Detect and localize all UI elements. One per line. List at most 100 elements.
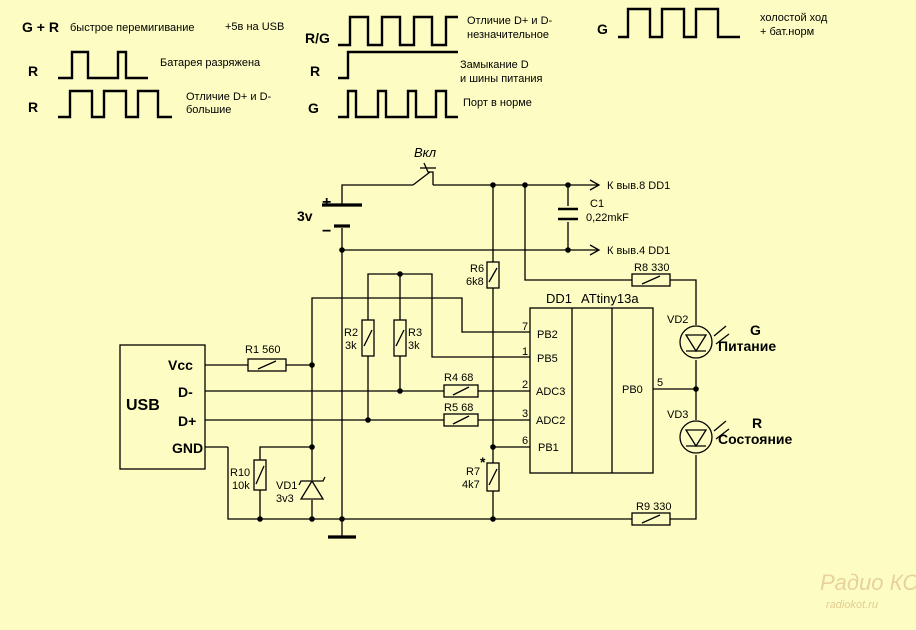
switch-contact [423, 162, 434, 185]
waveform-diff-small [338, 15, 458, 47]
legend-text-g2: холостой ход [760, 12, 828, 24]
rail-label-top: К выв.8 DD1 [607, 180, 670, 192]
rail-arrows: К выв.8 DD1 К выв.4 DD1 [589, 179, 670, 257]
legend-text-r2: Отличие D+ и D- [186, 91, 272, 103]
legend-text2-r3: и шины питания [460, 73, 543, 85]
resistor-r4-label: R4 68 [444, 372, 473, 384]
resistor-r1-label: R1 560 [245, 344, 280, 356]
junction [522, 182, 528, 188]
capacitor-name: C1 [590, 198, 604, 210]
wire-ground-bus [227, 447, 632, 520]
wire-vcc-pb2 [286, 297, 530, 366]
resistor-r9: R9 330 [631, 501, 671, 526]
zener-vd1: VD1 3v3 [276, 476, 326, 505]
zener-value: 3v3 [276, 493, 294, 505]
switch-label: Вкл [414, 145, 437, 160]
zener-triangle [299, 479, 325, 500]
led-circle [679, 325, 713, 359]
junction [309, 444, 315, 450]
led-letter: R [752, 415, 762, 431]
battery-label: 3v [297, 208, 313, 224]
junction [490, 444, 496, 450]
waveform-port-ok [338, 89, 458, 119]
legend-signal-g2: G [597, 21, 608, 37]
resistor-r3-value: 3k [408, 340, 420, 352]
resistor-r6-name: R6 [470, 263, 484, 275]
led-vd3: VD3 R Состояние [667, 409, 793, 454]
arrow-icon [589, 244, 601, 256]
chip-pin-label: ADC2 [536, 415, 565, 427]
switch-lever [412, 171, 431, 186]
resistor-r8-label: R8 330 [634, 262, 669, 274]
wire-r8-left [524, 185, 632, 281]
resistor-r2-name: R2 [344, 327, 358, 339]
battery: + − 3v [297, 194, 362, 240]
usb-label: USB [126, 397, 160, 414]
resistor-r3: R3 3k [393, 319, 422, 357]
usb-pin-gnd: GND [172, 440, 203, 456]
zener-name: VD1 [276, 480, 297, 492]
led-letter: G [750, 322, 761, 338]
legend-text-gr: быстрое перемигивание [70, 22, 195, 34]
wire-r8-right [670, 279, 697, 325]
junction [257, 516, 263, 522]
led-label: Питание [718, 338, 776, 354]
resistor-r10: R10 10k [230, 459, 267, 492]
led-triangle [684, 429, 708, 448]
rail-label-bottom: К выв.4 DD1 [607, 245, 670, 257]
usb-connector: USB Vcc D- D+ GND [119, 344, 228, 470]
legend-signal-g1: G [308, 100, 319, 116]
chip-pin-label: PB0 [622, 384, 643, 396]
chip-pin-label: PB2 [537, 329, 558, 341]
resistor-r10-value: 10k [232, 480, 250, 492]
led-name: VD3 [667, 409, 688, 421]
resistor-r3-name: R3 [408, 327, 422, 339]
resistor-r10-name: R10 [230, 467, 250, 479]
resistor-r7-name: R7 [466, 466, 480, 478]
resistor-r2-value: 3k [345, 340, 357, 352]
usb-box [119, 344, 206, 470]
arrow-icon [589, 179, 601, 191]
capacitor-value: 0,22mkF [586, 212, 629, 224]
chip-pin-label: PB1 [538, 442, 559, 454]
chip-part: ATtiny13a [581, 291, 639, 306]
capacitor-c1: C1 0,22mkF [558, 198, 629, 224]
battery-minus: − [322, 223, 331, 240]
usb-pin-vcc: Vcc [168, 357, 193, 373]
legend-signal-r2: R [28, 99, 38, 115]
junction [339, 247, 345, 253]
junction [693, 386, 699, 392]
usb-pin-dminus: D- [178, 384, 193, 400]
junction [365, 417, 371, 423]
watermark: Радио КОТ radiokot.ru [820, 570, 916, 611]
legend-text2-g2: + бат.норм [760, 26, 814, 38]
wire-r2-top [367, 273, 400, 320]
power-switch: Вкл [412, 145, 437, 186]
light-ray-icon [715, 333, 730, 345]
resistor-r8: R8 330 [631, 262, 671, 287]
chip-pin-label: PB5 [537, 353, 558, 365]
legend-extra-gr: +5в на USB [225, 21, 284, 33]
led-vd2: VD2 G Питание [667, 314, 776, 359]
junction [490, 516, 496, 522]
legend-signal-r3: R [310, 63, 320, 79]
junction [397, 271, 403, 277]
chip-dd1: DD1 ATtiny13a 7 PB2 1 PB5 2 ADC3 3 ADC2 … [522, 291, 663, 474]
legend: G + R быстрое перемигивание +5в на USB R… [22, 7, 828, 119]
waveform-diff-large [58, 89, 172, 119]
chip-name: DD1 [546, 291, 572, 306]
light-ray-icon [713, 325, 727, 337]
resistor-r1: R1 560 [245, 344, 287, 372]
waveform-idle [618, 7, 740, 39]
wire-vd3-r9 [670, 455, 697, 520]
wire-battery-switch [341, 184, 413, 205]
light-ray-icon [715, 428, 730, 440]
resistors: R1 560 R2 3k R3 3k R4 68 R5 68 [230, 261, 671, 526]
resistor-r5: R5 68 [443, 402, 479, 427]
resistor-r6: R6 6k8 [466, 261, 500, 289]
chip-body [529, 307, 654, 474]
watermark-brand: Радио КОТ [820, 570, 916, 595]
junction [309, 516, 315, 522]
